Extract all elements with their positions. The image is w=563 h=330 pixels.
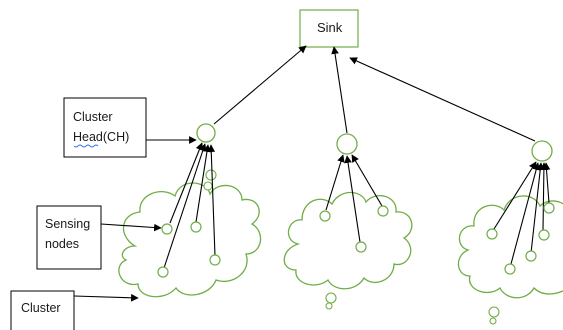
cluster-head-label-box bbox=[63, 97, 147, 158]
sensing-node bbox=[161, 223, 173, 235]
sink-label: Sink bbox=[317, 20, 343, 35]
cluster-head-node-2 bbox=[336, 133, 358, 155]
cluster-label-box bbox=[10, 290, 75, 330]
sensing-node bbox=[209, 254, 221, 266]
sensing-node bbox=[355, 241, 367, 253]
cluster-label: Cluster bbox=[21, 301, 61, 315]
sensing-node bbox=[157, 266, 169, 278]
cluster-cloud-2 bbox=[283, 191, 413, 290]
edge-node-to-ch3 bbox=[542, 162, 551, 204]
cloud-tail-circle bbox=[488, 306, 500, 318]
sensing-node bbox=[377, 205, 389, 217]
sensing-nodes-pointer bbox=[100, 223, 162, 232]
edge-node-to-ch2 bbox=[344, 155, 361, 243]
cluster-head-callout: Cluster Head(CH) bbox=[63, 97, 197, 158]
sensing-node bbox=[190, 221, 202, 233]
cluster-cloud-3 bbox=[457, 195, 563, 299]
spellcheck-underline bbox=[73, 144, 99, 148]
cloud-tail-circle bbox=[325, 302, 333, 310]
edge-ch3-to-sink bbox=[349, 57, 536, 142]
sensing-node bbox=[543, 202, 555, 214]
sink-node: Sink bbox=[299, 9, 359, 48]
sensing-node bbox=[486, 228, 498, 240]
edge-node-to-ch3 bbox=[530, 162, 545, 254]
cloud-tail-circle bbox=[205, 169, 217, 181]
cluster-head-label-line1: Cluster bbox=[73, 110, 113, 124]
cluster-head-label-line2: Head(CH) bbox=[73, 130, 129, 144]
edge-node-to-ch3 bbox=[540, 162, 548, 231]
sensing-nodes-label-line2: nodes bbox=[45, 237, 79, 251]
sensing-node bbox=[504, 263, 516, 275]
sensing-node bbox=[319, 210, 331, 222]
edge-node-to-ch1 bbox=[169, 142, 204, 224]
sink-box bbox=[299, 9, 359, 48]
sensing-nodes-label-box bbox=[36, 205, 102, 270]
cloud-tail-circle bbox=[203, 181, 213, 191]
edge-node-to-ch3 bbox=[510, 162, 540, 265]
cloud-tail-circle bbox=[489, 317, 497, 325]
sensing-node bbox=[538, 229, 550, 241]
edge-ch1-to-sink bbox=[213, 45, 307, 125]
edge-ch2-to-sink bbox=[331, 46, 348, 134]
cluster-head-node-1 bbox=[196, 123, 216, 143]
edge-node-to-ch1 bbox=[163, 143, 207, 269]
edge-node-to-ch2 bbox=[351, 154, 383, 207]
sensing-nodes-callout: Sensing nodes bbox=[36, 205, 162, 270]
cluster-pointer bbox=[73, 293, 139, 302]
cluster-cloud-1 bbox=[118, 182, 262, 298]
sensing-nodes-label-line1: Sensing bbox=[45, 217, 90, 231]
edge-node-to-ch3 bbox=[493, 161, 537, 230]
cluster-callout: Cluster bbox=[10, 290, 139, 330]
edge-node-to-ch1 bbox=[195, 144, 211, 223]
cloud-tail-circle bbox=[325, 292, 337, 304]
edge-node-to-ch2 bbox=[325, 154, 345, 211]
sensing-node bbox=[525, 250, 537, 262]
cluster-head-node-3 bbox=[531, 140, 553, 162]
edge-node-to-ch1 bbox=[207, 144, 216, 257]
